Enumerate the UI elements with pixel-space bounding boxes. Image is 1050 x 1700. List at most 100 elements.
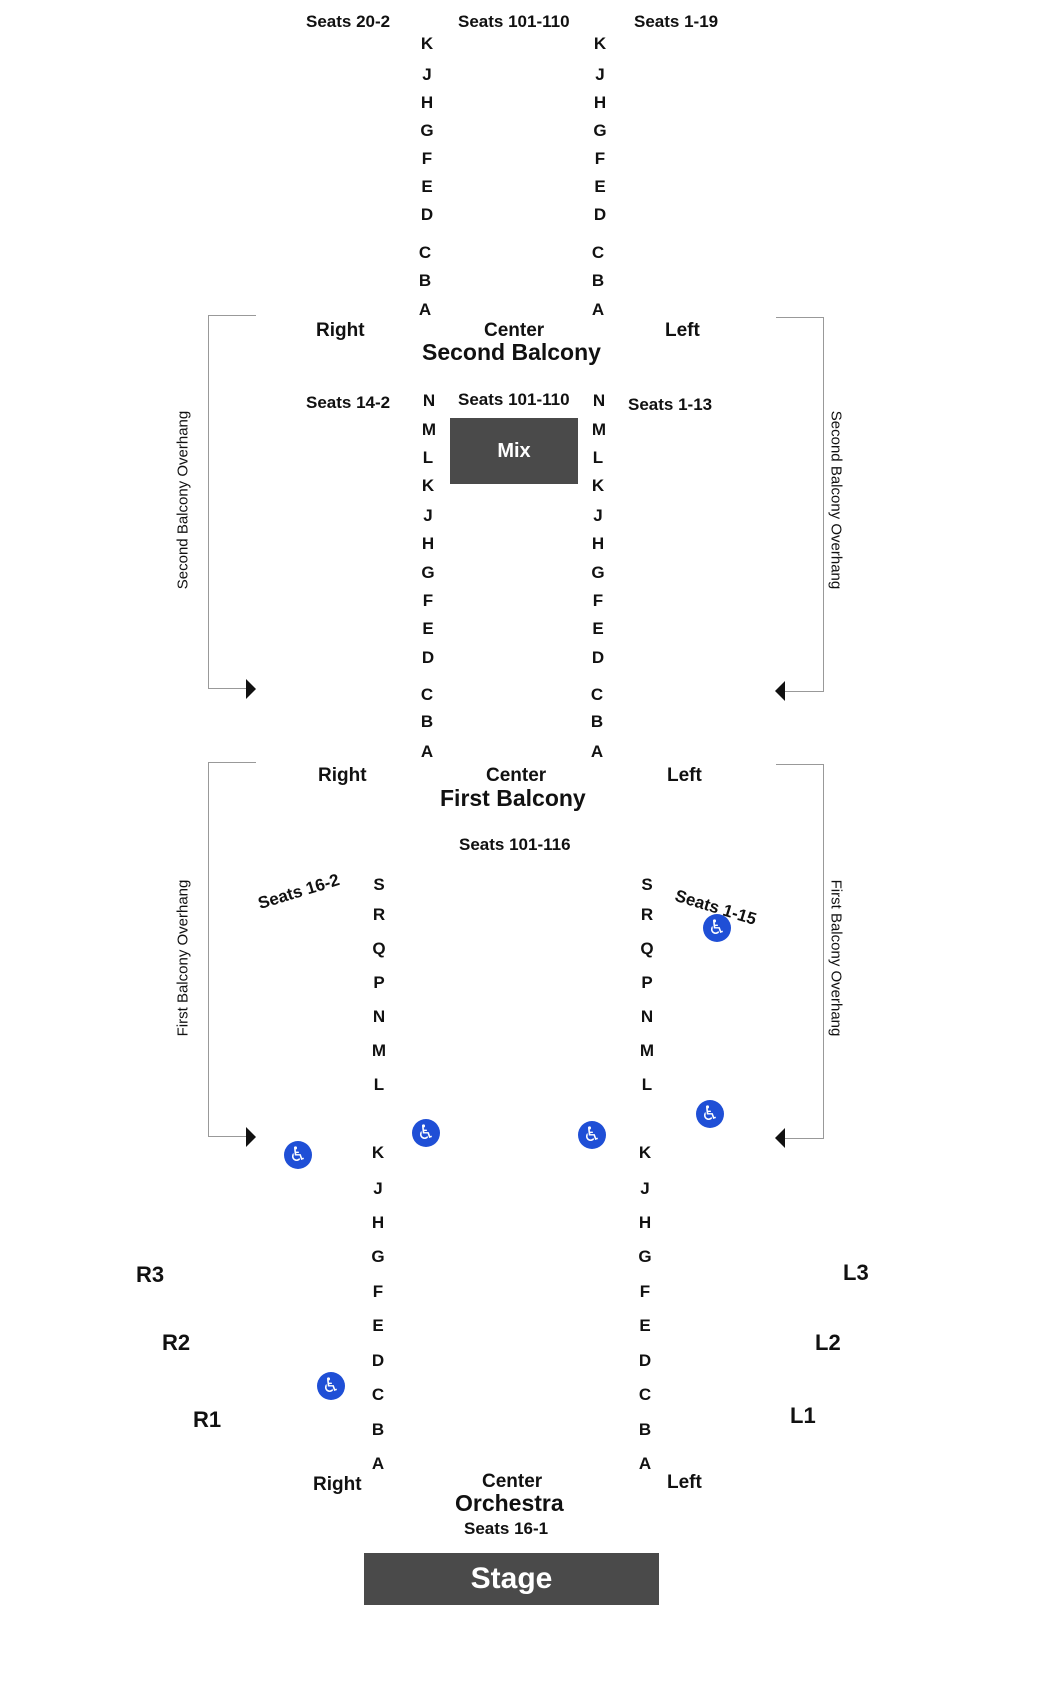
orch-row-label: R bbox=[372, 905, 386, 924]
orch-row-label: R bbox=[640, 905, 654, 924]
orchestra-center-label: Center bbox=[482, 1471, 543, 1492]
bracket-line bbox=[823, 317, 824, 691]
fb-row-label: F bbox=[592, 591, 604, 610]
orchestra-right-label: Right bbox=[313, 1474, 362, 1495]
fb-row-label: B bbox=[420, 712, 434, 731]
orch-row-label: C bbox=[371, 1385, 385, 1404]
bracket-line bbox=[208, 688, 250, 689]
sb-row-label: A bbox=[591, 300, 605, 319]
sb-row-label: C bbox=[418, 243, 432, 262]
orch-row-label: E bbox=[639, 1316, 651, 1335]
bracket-line bbox=[208, 315, 256, 316]
fb-row-label: E bbox=[592, 619, 604, 638]
second-balcony-seats-center: Seats 101-110 bbox=[458, 12, 570, 31]
orch-row-label: J bbox=[373, 1179, 383, 1198]
zone-l2: L2 bbox=[815, 1330, 841, 1355]
second-balcony-right-label: Right bbox=[316, 320, 365, 341]
fb-row-label: J bbox=[423, 506, 433, 525]
orch-row-label: S bbox=[641, 875, 653, 894]
stage: Stage bbox=[364, 1553, 659, 1605]
orch-row-label: P bbox=[373, 973, 385, 992]
arrow-icon bbox=[246, 679, 256, 699]
first-balcony-overhang-left: First Balcony Overhang bbox=[827, 879, 845, 1037]
zone-r1: R1 bbox=[193, 1407, 222, 1432]
sb-row-label: D bbox=[420, 205, 434, 224]
first-balcony-center-label: Center bbox=[486, 765, 547, 786]
orch-row-label: C bbox=[638, 1385, 652, 1404]
sb-row-label: J bbox=[595, 65, 605, 84]
orch-row-label: B bbox=[638, 1420, 652, 1439]
fb-row-label: C bbox=[590, 685, 604, 704]
first-balcony-left-label: Left bbox=[667, 765, 702, 786]
bracket-line bbox=[208, 1136, 250, 1137]
second-balcony-overhang-right: Second Balcony Overhang bbox=[174, 410, 192, 590]
bracket-line bbox=[823, 764, 824, 1139]
first-balcony-seats-left: Seats 1-13 bbox=[628, 395, 713, 414]
orch-row-label: P bbox=[641, 973, 653, 992]
bracket-line bbox=[784, 1138, 824, 1139]
orch-row-label: H bbox=[371, 1213, 385, 1232]
fb-row-label: H bbox=[421, 534, 435, 553]
fb-row-label: E bbox=[422, 619, 434, 638]
orch-row-label: K bbox=[638, 1143, 652, 1162]
orch-row-label: A bbox=[638, 1454, 652, 1473]
second-balcony-center-label: Center bbox=[484, 320, 545, 341]
orch-row-label: Q bbox=[640, 939, 654, 958]
orch-row-label: L bbox=[641, 1075, 653, 1094]
sb-row-label: B bbox=[418, 271, 432, 290]
arrow-icon bbox=[246, 1127, 256, 1147]
fb-row-label: M bbox=[591, 420, 607, 439]
second-balcony-left-label: Left bbox=[665, 320, 700, 341]
sb-row-label: H bbox=[420, 93, 434, 112]
first-balcony-seats-right: Seats 14-2 bbox=[306, 393, 391, 412]
arrow-icon bbox=[775, 1128, 785, 1148]
fb-row-label: F bbox=[422, 591, 434, 610]
orch-row-label: G bbox=[638, 1247, 652, 1266]
orch-row-label: K bbox=[371, 1143, 385, 1162]
sb-row-label: G bbox=[420, 121, 434, 140]
orch-row-label: H bbox=[638, 1213, 652, 1232]
sb-row-label: J bbox=[422, 65, 432, 84]
sb-row-label: G bbox=[593, 121, 607, 140]
bracket-line bbox=[208, 762, 256, 763]
wheelchair-icon: ♿ bbox=[284, 1141, 312, 1169]
fb-row-label: A bbox=[420, 742, 434, 761]
fb-row-label: N bbox=[422, 391, 436, 410]
second-balcony-overhang-left: Second Balcony Overhang bbox=[827, 410, 845, 590]
bracket-line bbox=[784, 691, 824, 692]
fb-row-label: D bbox=[421, 648, 435, 667]
orch-row-label: S bbox=[373, 875, 385, 894]
zone-l1: L1 bbox=[790, 1403, 816, 1428]
first-balcony-seats-center: Seats 101-110 bbox=[458, 390, 570, 409]
sb-row-label: E bbox=[594, 177, 606, 196]
fb-row-label: L bbox=[422, 448, 434, 467]
orch-row-label: D bbox=[371, 1351, 385, 1370]
orch-row-label: N bbox=[640, 1007, 654, 1026]
sb-row-label: F bbox=[594, 149, 606, 168]
fb-row-label: K bbox=[421, 476, 435, 495]
orchestra-title: Orchestra bbox=[455, 1490, 564, 1516]
sb-row-label: D bbox=[593, 205, 607, 224]
fb-row-label: A bbox=[590, 742, 604, 761]
zone-l3: L3 bbox=[843, 1260, 869, 1285]
fb-row-label: G bbox=[591, 563, 605, 582]
orch-row-label: E bbox=[372, 1316, 384, 1335]
first-balcony-title: First Balcony bbox=[440, 785, 586, 811]
bracket-line bbox=[776, 317, 824, 318]
sb-row-label: K bbox=[420, 34, 434, 53]
sb-row-label: E bbox=[421, 177, 433, 196]
mix-booth: Mix bbox=[450, 418, 578, 484]
wheelchair-icon: ♿ bbox=[703, 914, 731, 942]
second-balcony-title: Second Balcony bbox=[422, 339, 601, 365]
sb-row-label: A bbox=[418, 300, 432, 319]
second-balcony-seats-right: Seats 20-2 bbox=[306, 12, 391, 31]
orch-row-label: A bbox=[371, 1454, 385, 1473]
arrow-icon bbox=[775, 681, 785, 701]
orch-row-label: J bbox=[640, 1179, 650, 1198]
fb-row-label: K bbox=[591, 476, 605, 495]
orch-row-label: G bbox=[371, 1247, 385, 1266]
fb-row-label: N bbox=[592, 391, 606, 410]
fb-row-label: C bbox=[420, 685, 434, 704]
sb-row-label: B bbox=[591, 271, 605, 290]
